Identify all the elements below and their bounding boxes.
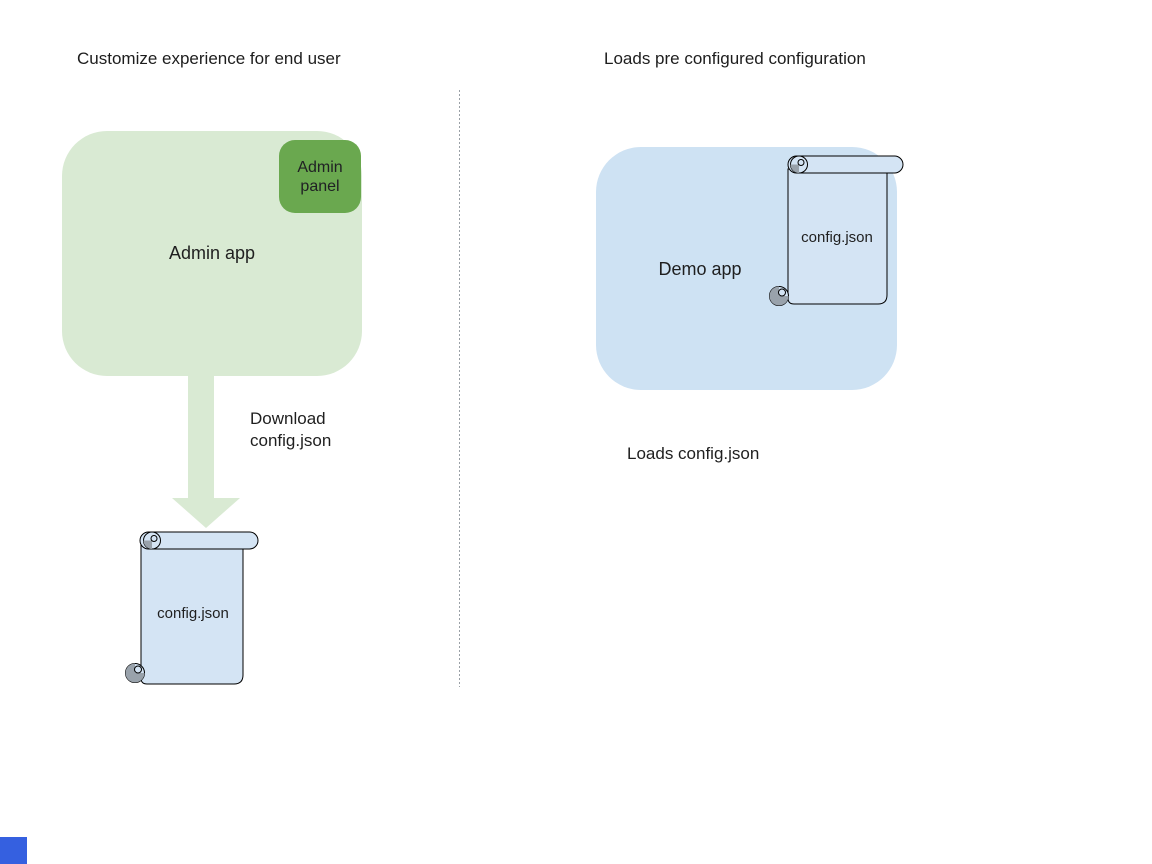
admin-panel-label: Admin panel <box>297 158 343 195</box>
section-divider <box>459 90 460 687</box>
left-section-title: Customize experience for end user <box>77 49 341 68</box>
admin-app-label: Admin app <box>168 243 256 263</box>
scroll-top-curl-shade <box>790 164 799 173</box>
scroll-top-curl-shade <box>143 540 152 549</box>
config-file-label-right: config.json <box>801 229 873 246</box>
scroll-bottom-curl-shade <box>769 286 789 306</box>
download-arrow-shape <box>172 374 240 528</box>
scroll-bottom-curl-spiral <box>778 288 786 297</box>
scroll-top-curl-spiral <box>150 535 158 542</box>
scroll-top-curl-spiral <box>797 159 805 166</box>
scroll-bottom-curl-shade <box>125 663 145 683</box>
demo-app-label: Demo app <box>658 259 742 279</box>
config-file-scroll-left <box>125 531 259 685</box>
scroll-top-roll <box>139 531 259 550</box>
loads-config-caption: Loads config.json <box>627 444 760 463</box>
download-caption: Download config.json <box>250 409 332 450</box>
corner-blue-square <box>0 837 27 864</box>
admin-panel-box: Admin panel <box>279 140 361 213</box>
scroll-top-roll <box>787 155 904 174</box>
right-section-title: Loads pre configured configuration <box>604 49 866 68</box>
scroll-bottom-curl-spiral <box>134 665 142 674</box>
config-file-label-left: config.json <box>157 605 229 622</box>
scroll-body <box>787 168 888 305</box>
config-file-scroll-right <box>769 155 904 306</box>
download-arrow <box>172 374 240 528</box>
